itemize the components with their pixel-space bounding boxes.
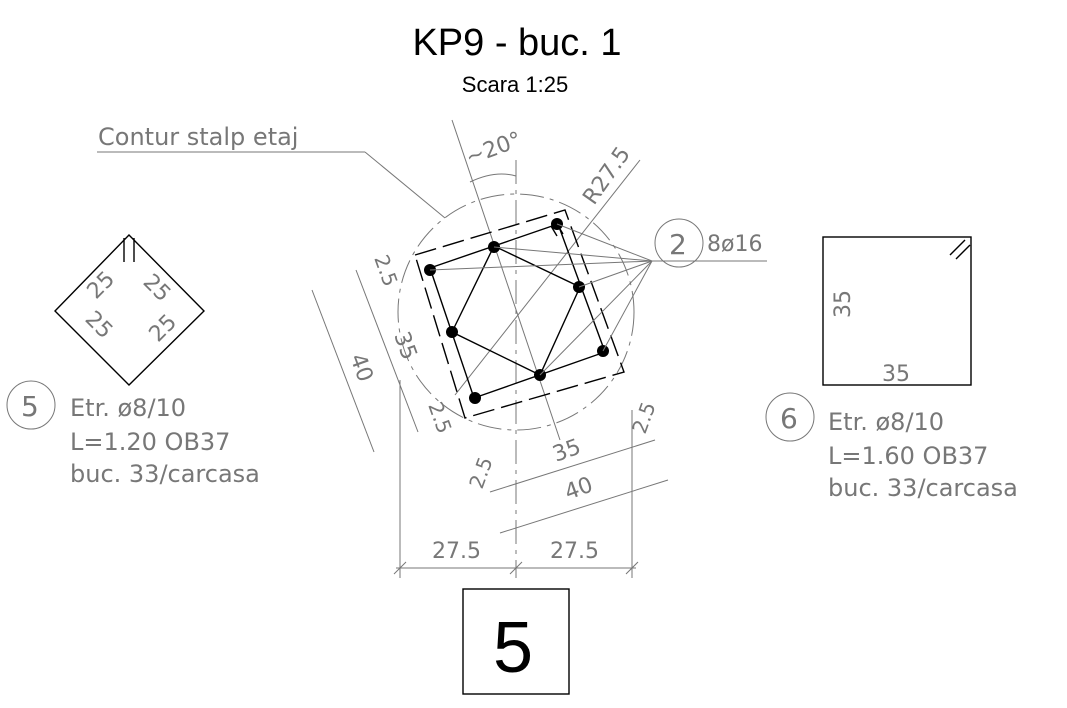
rebar-mark-circle — [654, 218, 704, 268]
stirrup-5-shape — [54, 234, 205, 386]
dim-40-left: 40 — [344, 351, 377, 386]
stirrup-5-line3: buc. 33/carcasa — [70, 460, 260, 488]
stirrup-6-line3: buc. 33/carcasa — [828, 474, 1018, 502]
rebar — [446, 326, 458, 338]
stirrup-5-side-a: 25 — [83, 267, 120, 304]
drawing-title: KP9 - buc. 1 — [412, 22, 622, 64]
stirrup-6-line2: L=1.60 OB37 — [828, 442, 988, 470]
stirrup-6-line1: Etr. ø8/10 — [828, 408, 944, 436]
rebar-spec: 8ø16 — [707, 232, 762, 257]
rebar — [469, 392, 481, 404]
drawing-scale: Scara 1:25 — [461, 72, 569, 97]
stirrup-6-side-h: 35 — [882, 362, 910, 387]
radius-leader — [454, 159, 641, 396]
rotated-axis — [451, 119, 561, 441]
column-contour-circle — [397, 193, 635, 431]
rebar-mark: 2 — [669, 228, 687, 261]
section-mark: 5 — [493, 608, 533, 688]
contour-label: Contur stalp etaj — [98, 123, 298, 151]
dim-25-right: 2.5 — [464, 454, 497, 492]
dim-275-right: 27.5 — [550, 539, 599, 564]
dim-40-bottom: 40 — [562, 473, 597, 506]
upper-column-contour — [414, 209, 625, 419]
stirrup-5-mark-circle — [6, 380, 56, 430]
section-mark-box — [462, 588, 570, 695]
rebar-leaders — [429, 223, 767, 376]
dim-25-bottom: 2.5 — [423, 399, 456, 437]
dim-35-left: 35 — [388, 329, 421, 364]
stirrup-6-side-v: 35 — [831, 290, 856, 318]
stirrup-6-shape — [822, 236, 972, 386]
dim-35-bottom: 35 — [550, 435, 585, 468]
stirrup-6-in-section — [429, 223, 606, 399]
dim-275-left: 27.5 — [432, 539, 481, 564]
stirrup-6-mark-circle — [765, 392, 815, 442]
stirrup-5-line2: L=1.20 OB37 — [70, 428, 230, 456]
stirrup-5-line1: Etr. ø8/10 — [70, 394, 186, 422]
stirrup-5-side-d: 25 — [145, 310, 182, 347]
stirrup-5-side-c: 25 — [80, 307, 117, 344]
stirrup-6-mark: 6 — [780, 402, 798, 435]
dim-25-top: 2.5 — [369, 252, 402, 290]
stirrup-5-mark: 5 — [21, 390, 39, 423]
